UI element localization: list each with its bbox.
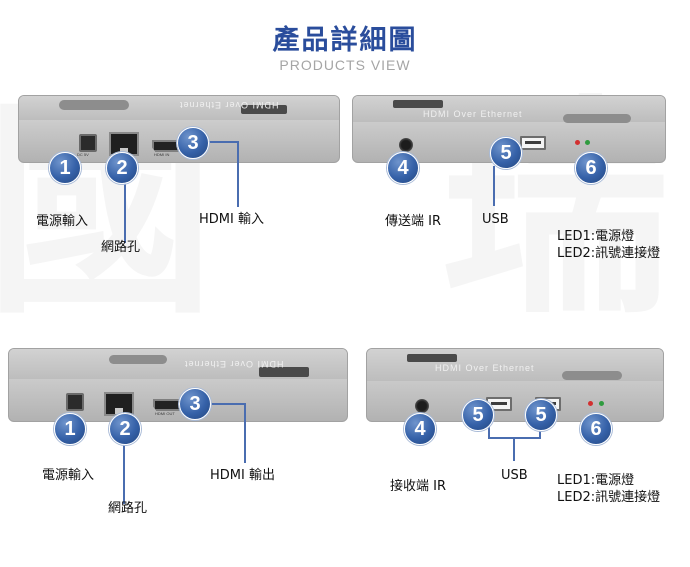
callout-label-usb: USB: [482, 212, 509, 227]
brand-tag: [562, 371, 622, 380]
brand-tag: [109, 355, 167, 364]
callout-label-usb: USB: [501, 468, 528, 483]
callout-label-led2: LED2:訊號連接燈: [557, 490, 661, 505]
leader-line: [206, 141, 238, 143]
leader-line: [237, 141, 239, 207]
ir-receiver-icon: [415, 399, 429, 413]
hdmi-logo-plate: [393, 100, 443, 108]
led-icon: [585, 140, 590, 145]
hdmi-logo-plate: [259, 367, 309, 377]
leader-line: [539, 424, 541, 438]
callout-label-power: 電源輸入: [42, 468, 95, 483]
callout-badge: 6: [580, 413, 612, 445]
device-text: HDMI Over Ethernet: [423, 109, 523, 119]
dc-port-label: DC 5V: [77, 152, 89, 157]
led-icon: [588, 401, 593, 406]
callout-label-led1: LED1:電源燈: [557, 473, 635, 488]
receiver-back-device: HDMI Over Ethernet HDMI OUT: [8, 348, 348, 422]
led-icon: [575, 140, 580, 145]
callout-badge: 2: [109, 413, 141, 445]
leader-line: [123, 440, 125, 504]
callout-badge: 5: [490, 137, 522, 169]
leader-line: [207, 403, 245, 405]
leader-line: [124, 181, 126, 243]
hdmi-port-label: HDMI IN: [154, 152, 170, 157]
callout-badge: 5: [525, 399, 557, 431]
callout-label-ir: 傳送端 IR: [385, 214, 441, 229]
leader-line: [488, 424, 490, 438]
callout-badge: 4: [404, 413, 436, 445]
callout-badge: 3: [177, 127, 209, 159]
usb-port-icon: [520, 136, 546, 150]
callout-label-led1: LED1:電源燈: [557, 229, 635, 244]
callout-badge: 5: [462, 399, 494, 431]
callout-label-network: 網路孔: [101, 240, 141, 255]
callout-label-led2: LED2:訊號連接燈: [557, 246, 661, 261]
brand-tag: [563, 114, 631, 123]
device-text: HDMI Over Ethernet: [179, 100, 279, 110]
receiver-front-device: HDMI Over Ethernet: [366, 348, 664, 422]
callout-label-network: 網路孔: [108, 501, 148, 516]
sender-back-device: HDMI Over Ethernet DC 5V HDMI IN: [18, 95, 340, 163]
callout-badge: 6: [575, 152, 607, 184]
callout-badge: 2: [106, 152, 138, 184]
ir-receiver-icon: [399, 138, 413, 152]
callout-badge: 4: [387, 152, 419, 184]
callout-label-hdmi: HDMI 輸入: [199, 212, 264, 227]
callout-label-power: 電源輸入: [36, 214, 89, 229]
callout-label-hdmi: HDMI 輸出: [210, 468, 275, 483]
device-text: HDMI Over Ethernet: [435, 363, 535, 373]
brand-tag: [59, 100, 129, 110]
callout-badge: 3: [179, 388, 211, 420]
callout-label-ir: 接收端 IR: [390, 479, 446, 494]
led-icon: [599, 401, 604, 406]
rj45-port-icon: [104, 392, 134, 416]
hdmi-logo-plate: [407, 354, 457, 362]
leader-line: [493, 166, 495, 206]
callout-badge: 1: [54, 413, 86, 445]
device-text: HDMI Over Ethernet: [184, 359, 284, 369]
hdmi-port-label: HDMI OUT: [155, 411, 175, 416]
dc-jack-icon: [66, 393, 84, 411]
page-subtitle: PRODUCTS VIEW: [279, 57, 411, 73]
dc-jack-icon: [79, 134, 97, 152]
leader-line: [244, 403, 246, 463]
hdmi-logo-plate: [241, 105, 287, 114]
page-title: 產品詳細圖: [272, 25, 418, 56]
leader-line: [513, 437, 515, 461]
callout-badge: 1: [49, 152, 81, 184]
